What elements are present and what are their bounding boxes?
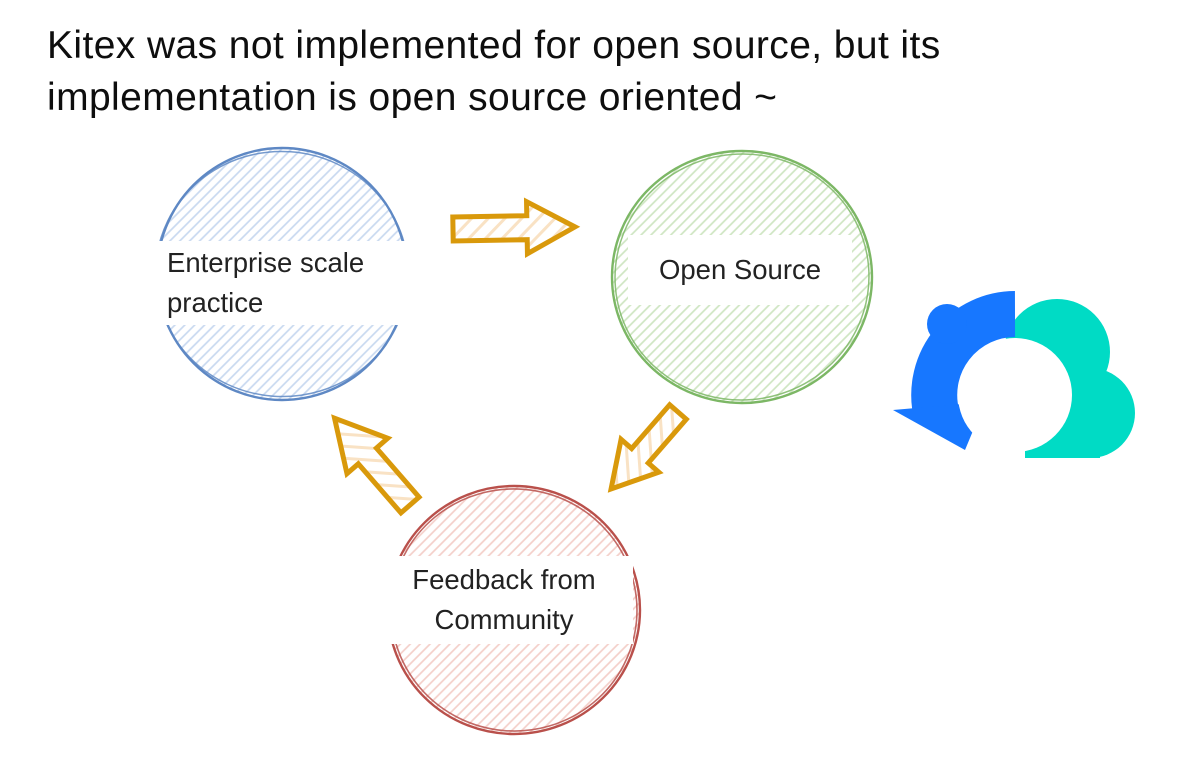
node-label-line: practice: [167, 287, 264, 318]
arrow-open-source-to-feedback-icon: [607, 401, 690, 493]
open-source-circle-sketch-stroke: [614, 153, 870, 401]
node-label-feedback: Feedback from Community: [375, 556, 633, 644]
arrow-feedback-to-enterprise-icon: [331, 414, 423, 517]
node-label-line: Community: [434, 604, 574, 635]
title-line-2: implementation is open source oriented ~: [47, 76, 778, 119]
cloudwego-logo-icon: [893, 291, 1135, 458]
page-title: Kitex was not implemented for open sourc…: [47, 20, 941, 124]
title-line-1: Kitex was not implemented for open sourc…: [47, 24, 941, 67]
node-label-line: Enterprise scale: [167, 247, 365, 278]
node-label-enterprise: Enterprise scale practice: [150, 241, 412, 325]
node-label-open-source: Open Source: [628, 235, 852, 305]
arrow-enterprise-to-open-source-icon: [450, 197, 581, 258]
node-label-line: Feedback from: [412, 564, 596, 595]
logo-center-cutout: [958, 338, 1072, 452]
node-label-line: Open Source: [658, 254, 822, 285]
